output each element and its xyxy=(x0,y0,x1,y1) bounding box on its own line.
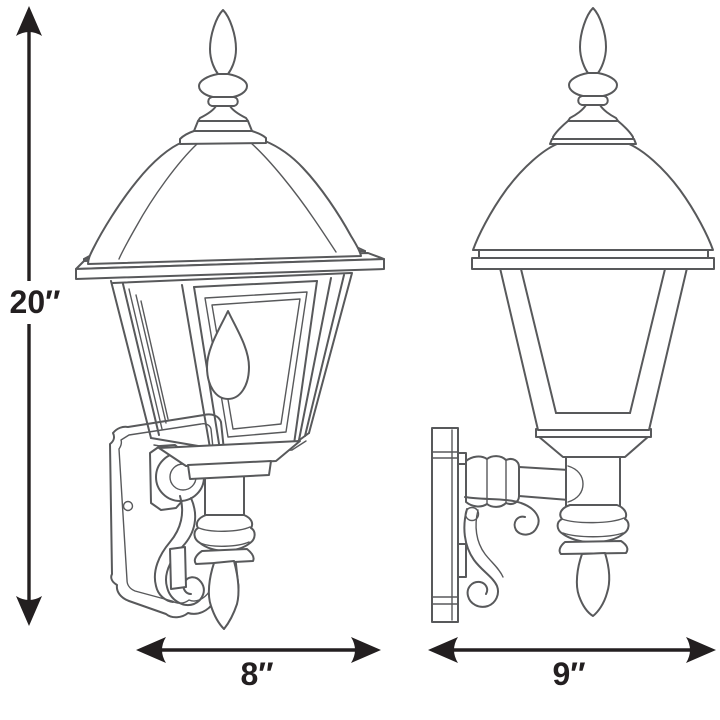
top-finial-front-view xyxy=(179,9,267,145)
bracket-arm-side-view xyxy=(465,455,570,508)
hook-hole xyxy=(464,506,480,522)
arrowhead-left-icon xyxy=(428,637,458,663)
arrowhead-right-icon xyxy=(351,637,381,663)
lantern-cage xyxy=(110,272,353,456)
cage-skirt xyxy=(158,440,301,480)
height-dimension-label: 20″ xyxy=(9,284,61,320)
screw-hole xyxy=(122,500,134,512)
lantern-body-side-view xyxy=(499,267,688,431)
width-dimension-arrow-front xyxy=(136,637,381,663)
width-dimension-arrow-side xyxy=(428,637,716,663)
bell-roof-side-view xyxy=(472,143,714,251)
side-view-lantern xyxy=(431,7,715,623)
candle-bulb-icon xyxy=(206,310,250,400)
side-width-dimension-label: 9″ xyxy=(552,656,586,692)
roof-rim-side-view xyxy=(471,249,715,270)
top-finial-side-view xyxy=(549,7,637,145)
scroll-arm-front-view xyxy=(153,495,205,606)
height-dimension-arrow xyxy=(16,6,42,626)
cage-skirt-side-view xyxy=(535,428,652,458)
arrowhead-left-icon xyxy=(136,637,166,663)
arrowhead-right-icon xyxy=(686,637,716,663)
arrowhead-down-icon xyxy=(16,596,42,626)
stem-and-bottom-finial-side-view xyxy=(556,455,630,617)
wall-plate-side-view xyxy=(431,427,467,623)
front-width-dimension-label: 8″ xyxy=(240,656,274,692)
front-view-lantern xyxy=(75,9,385,630)
scroll-hook-side-view xyxy=(463,496,540,608)
bell-roof-front-view xyxy=(87,140,362,265)
arrowhead-up-icon xyxy=(16,6,42,36)
